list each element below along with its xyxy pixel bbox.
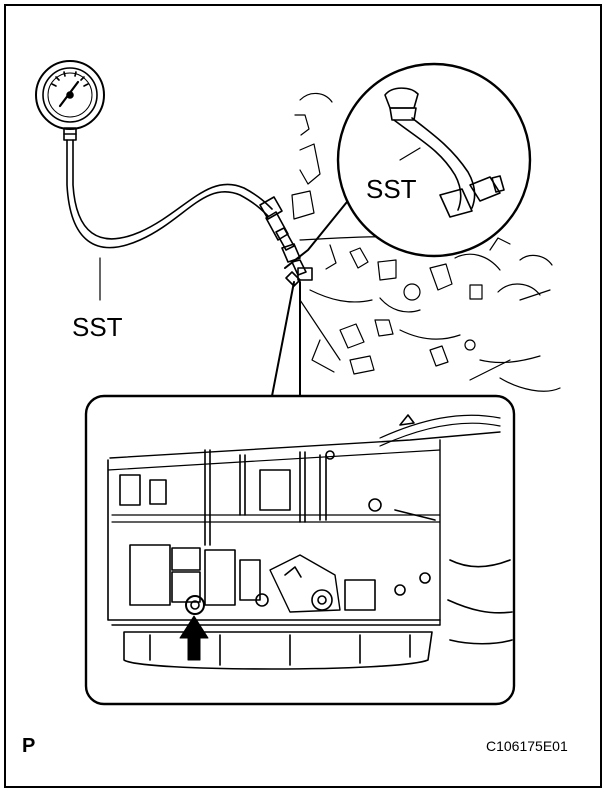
figure-frame — [4, 4, 602, 788]
detail-zoom — [284, 62, 532, 269]
arrow-up-icon — [179, 615, 209, 661]
figure-code: C106175E01 — [486, 738, 568, 754]
sst-inset-label: SST — [366, 174, 417, 204]
valve-body-inset — [84, 394, 516, 706]
sst-hose — [66, 139, 273, 301]
pressure-gauge-icon — [35, 60, 105, 141]
hose-fitting — [259, 196, 313, 287]
page-marker: P — [22, 735, 36, 757]
sst-hose-label: SST — [72, 312, 123, 342]
transmission-sketch — [291, 92, 561, 392]
